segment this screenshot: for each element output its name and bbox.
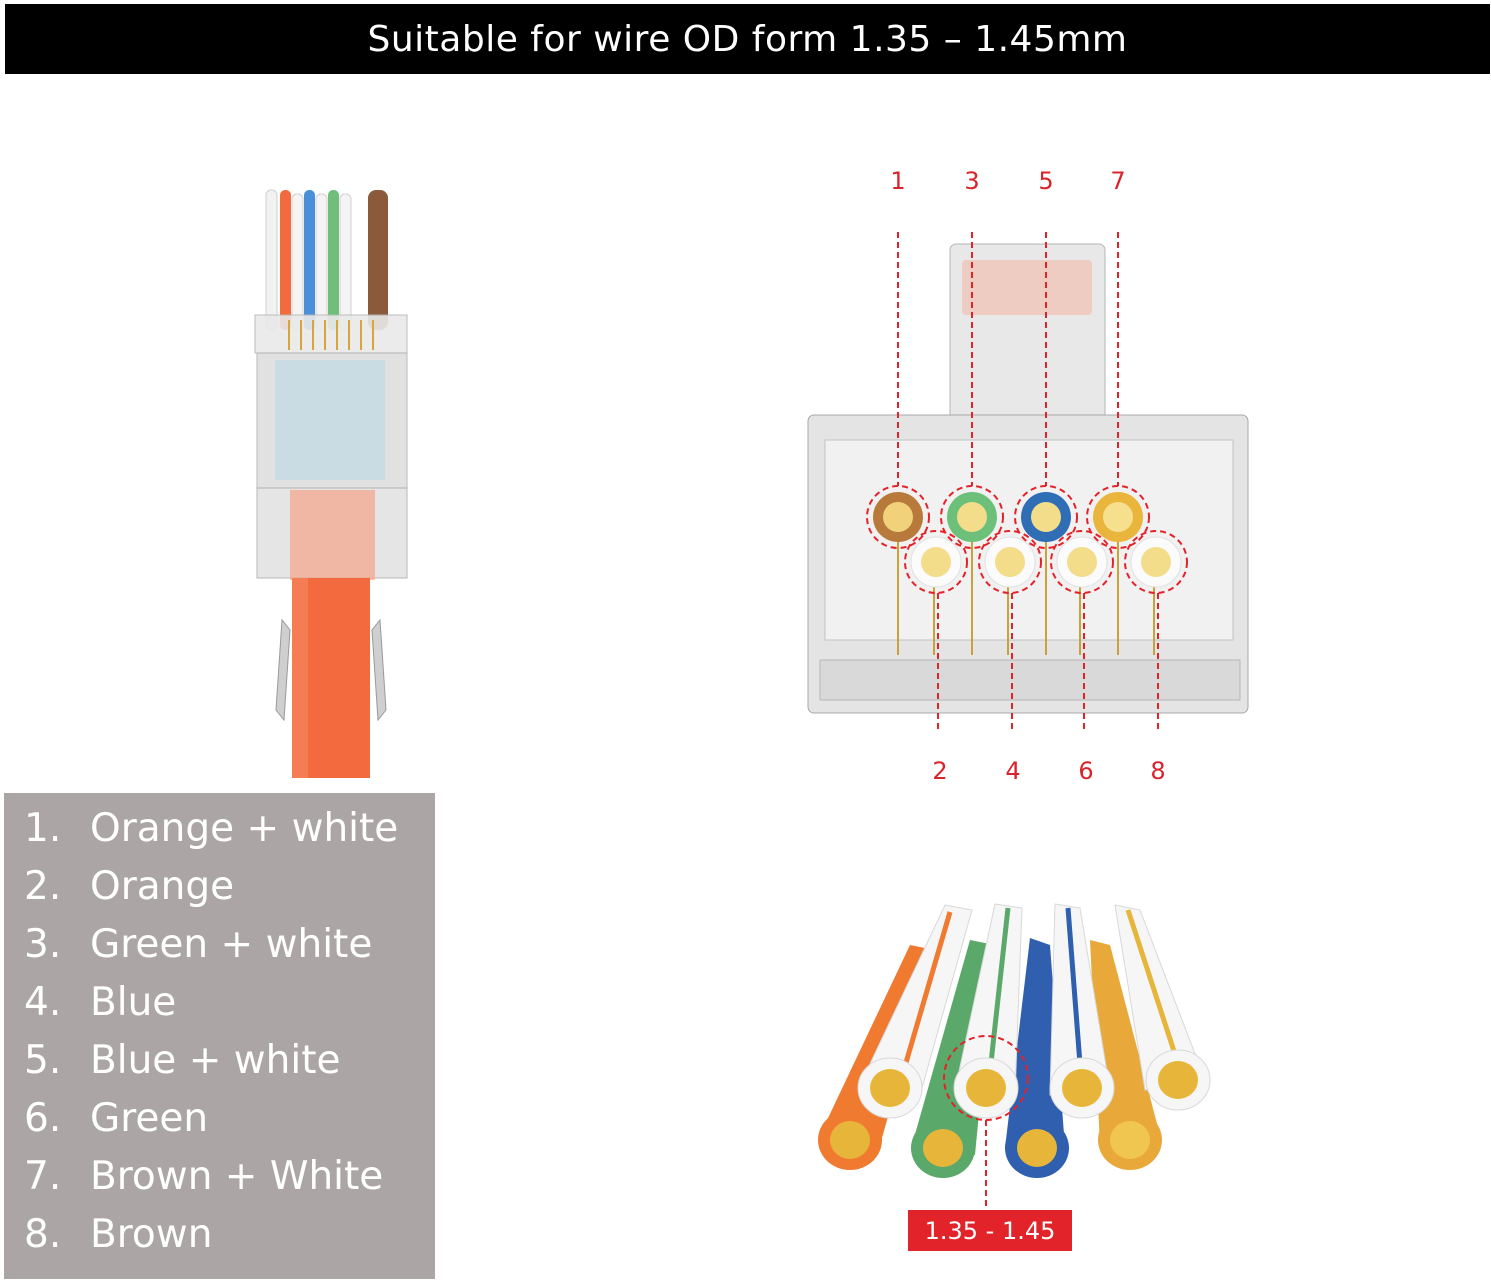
od-range-badge: 1.35 - 1.45 (908, 1210, 1072, 1251)
legend-item: 3.Green + white (24, 921, 373, 967)
pin-label-1: 1 (890, 167, 906, 195)
legend-item: 6.Green (24, 1095, 209, 1141)
pin-label-7: 7 (1110, 167, 1126, 195)
header-banner: Suitable for wire OD form 1.35 – 1.45mm (5, 4, 1490, 74)
legend-item: 8.Brown (24, 1211, 213, 1257)
pin-label-5: 5 (1038, 167, 1054, 195)
pin-label-3: 3 (964, 167, 980, 195)
connector-side-view (254, 189, 408, 778)
wire-bundle-illustration (818, 903, 1211, 1210)
wire-color-legend: 1.Orange + white 2.Orange 3.Green + whit… (4, 793, 435, 1279)
pin-label-2: 2 (932, 757, 948, 785)
header-title: Suitable for wire OD form 1.35 – 1.45mm (367, 18, 1128, 60)
pin-label-6: 6 (1078, 757, 1094, 785)
legend-item: 5.Blue + white (24, 1037, 341, 1083)
legend-item: 2.Orange (24, 863, 235, 909)
pin-label-4: 4 (1005, 757, 1021, 785)
legend-item: 7.Brown + White (24, 1153, 384, 1199)
legend-item: 4.Blue (24, 979, 177, 1025)
legend-item: 1.Orange + white (24, 805, 399, 851)
pin-label-8: 8 (1150, 757, 1166, 785)
connector-front-view (807, 230, 1249, 730)
od-range-label: 1.35 - 1.45 (924, 1216, 1056, 1245)
